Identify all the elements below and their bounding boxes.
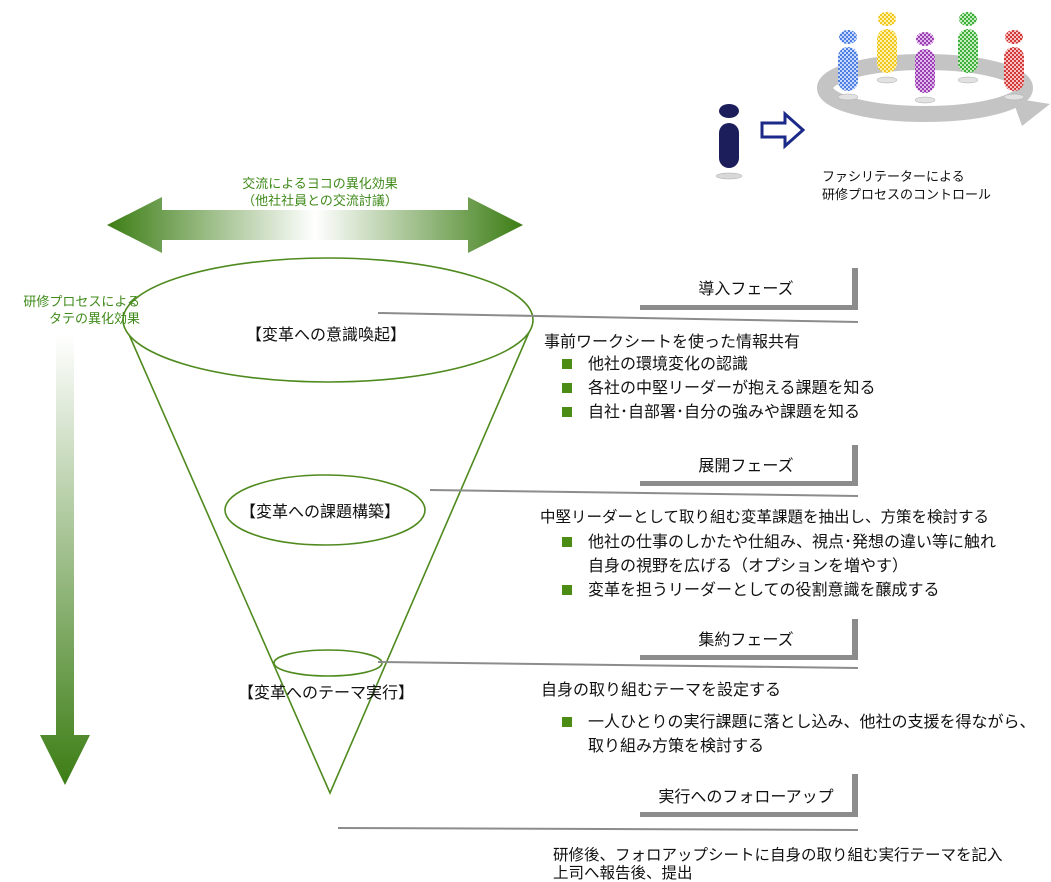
stage-label-issue-building: 【変革への課題構築】: [240, 502, 401, 521]
stage-label-theme-execution: 【変革へのテーマ実行】: [238, 683, 415, 702]
phase-bullets-consolidation: 一人ひとりの実行課題に落とし込み、他社の支援を得ながら、取り組み方策を検討する: [562, 710, 1036, 758]
vertical-down-arrow: [40, 335, 90, 785]
list-item: 各社の中堅リーダーが抱える課題を知る: [562, 376, 876, 400]
square-bullet-icon: [562, 359, 572, 369]
square-bullet-icon: [562, 383, 572, 393]
horizontal-effect-label: 交流によるヨコの異化効果 （他社社員との交流討議）: [200, 176, 440, 210]
list-item: 一人ひとりの実行課題に落とし込み、他社の支援を得ながら、取り組み方策を検討する: [562, 710, 1036, 758]
list-item: 他社の仕事のしかたや仕組み、視点･発想の違い等に触れ自身の視野を広げる（オプショ…: [562, 530, 996, 578]
vertical-effect-line1: 研修プロセスによる: [23, 295, 140, 310]
phase-title-development: 展開フェーズ: [698, 456, 794, 475]
bullet-text: 自社･自部署･自分の強みや課題を知る: [588, 402, 861, 421]
bullet-text-continued: 取り組み方策を検討する: [588, 736, 765, 755]
square-bullet-icon: [562, 717, 572, 727]
bullet-text: 他社の仕事のしかたや仕組み、視点･発想の違い等に触れ: [588, 532, 997, 551]
phase-heading-followup: 研修後、フォロアップシートに自身の取り組む実行テーマを記入: [553, 846, 1003, 864]
bullet-text-continued: 自身の視野を広げる（オプションを増やす）: [588, 556, 909, 575]
phase-title-introduction: 導入フェーズ: [698, 279, 794, 298]
list-item: 他社の環境変化の認識: [562, 352, 876, 376]
horizontal-double-arrow: [107, 197, 523, 253]
facilitator-line2: 研修プロセスのコントロール: [822, 188, 992, 203]
phase-heading-development: 中堅リーダーとして取り組む変革課題を抽出し、方策を検討する: [540, 508, 990, 526]
funnel: [122, 257, 534, 796]
list-item: 自社･自部署･自分の強みや課題を知る: [562, 400, 876, 424]
group-circle-icon: [817, 12, 1050, 126]
connector-lines: [337, 312, 859, 831]
horizontal-effect-line2: （他社社員との交流討議）: [242, 194, 398, 209]
right-outline-arrow-icon: [760, 110, 806, 150]
phase-heading-consolidation: 自身の取り組むテーマを設定する: [541, 680, 782, 699]
vertical-effect-line2: タテの異化効果: [48, 312, 140, 327]
phase-title-consolidation: 集約フェーズ: [698, 630, 794, 649]
bullet-text: 各社の中堅リーダーが抱える課題を知る: [588, 378, 876, 397]
vertical-effect-label: 研修プロセスによる タテの異化効果: [0, 294, 140, 328]
square-bullet-icon: [562, 537, 572, 547]
stage-label-awareness: 【変革への意識喚起】: [246, 325, 407, 344]
list-item: 変革を担うリーダーとしての役割意識を醸成する: [562, 578, 996, 602]
facilitator-line1: ファシリテーターによる: [822, 170, 965, 185]
bullet-text: 変革を担うリーダーとしての役割意識を醸成する: [588, 580, 940, 599]
phase-bullets-development: 他社の仕事のしかたや仕組み、視点･発想の違い等に触れ自身の視野を広げる（オプショ…: [562, 530, 996, 602]
square-bullet-icon: [562, 585, 572, 595]
phase-heading-introduction: 事前ワークシートを使った情報共有: [544, 332, 801, 351]
facilitator-caption: ファシリテーターによる 研修プロセスのコントロール: [822, 169, 991, 205]
phase-bullets-introduction: 他社の環境変化の認識 各社の中堅リーダーが抱える課題を知る 自社･自部署･自分の…: [562, 352, 876, 424]
facilitator-person-icon: [715, 104, 743, 180]
horizontal-effect-line1: 交流によるヨコの異化効果: [242, 177, 398, 192]
bullet-text: 他社の環境変化の認識: [588, 354, 749, 373]
phase-bars: [640, 268, 858, 817]
bullet-text: 一人ひとりの実行課題に落とし込み、他社の支援を得ながら、: [588, 712, 1036, 731]
phase-title-followup: 実行へのフォローアップ: [658, 787, 834, 806]
square-bullet-icon: [562, 407, 572, 417]
phase-heading-followup-line2: 上司へ報告後、提出: [553, 864, 693, 882]
